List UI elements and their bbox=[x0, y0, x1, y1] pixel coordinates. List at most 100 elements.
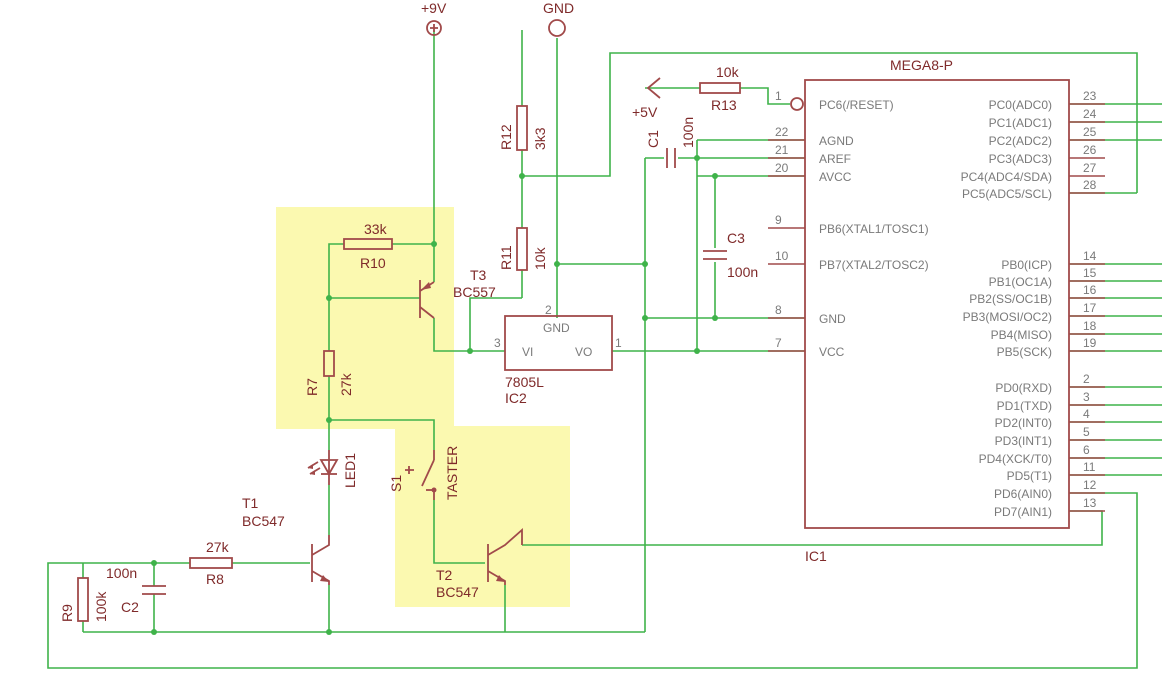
c1-name: C1 bbox=[645, 130, 661, 148]
resistor-r7: R7 27k bbox=[304, 350, 354, 396]
supply-gnd: GND bbox=[543, 0, 574, 37]
ic1-pin-label: PD0(RXD) bbox=[995, 381, 1052, 395]
ic1-pin-number: 4 bbox=[1083, 407, 1090, 421]
r8-name: R8 bbox=[206, 571, 224, 587]
ic1-pin-label: PD1(TXD) bbox=[997, 399, 1052, 413]
ic1-pin-label: PB1(OC1A) bbox=[989, 275, 1052, 289]
r11-value: 10k bbox=[532, 246, 548, 270]
ic1-pin-label: PB5(SCK) bbox=[997, 345, 1052, 359]
transistor-t3: T3 BC557 bbox=[419, 267, 496, 319]
ic1-pin-number: 11 bbox=[1083, 460, 1096, 474]
supply-plus9v: +9V bbox=[421, 0, 447, 36]
ic1-pin-label: PC6(/RESET) bbox=[819, 98, 894, 112]
resistor-r11: R11 10k bbox=[498, 227, 548, 271]
r7-name: R7 bbox=[304, 378, 320, 396]
ic1-pin-number: 16 bbox=[1083, 283, 1097, 297]
r8-value: 27k bbox=[206, 539, 230, 555]
ic1-pin-label: PD7(AIN1) bbox=[994, 505, 1052, 519]
ic1-pin-label: PD2(INT0) bbox=[995, 416, 1052, 430]
led1-name: LED1 bbox=[342, 453, 358, 488]
highlight-area-t2 bbox=[395, 426, 570, 607]
ic1-pin-number: 23 bbox=[1083, 89, 1097, 103]
ic1-pin-label: PB0(ICP) bbox=[1001, 258, 1052, 272]
ic1-value: MEGA8-P bbox=[890, 57, 953, 73]
ic1-pin-number: 3 bbox=[1083, 390, 1090, 404]
ic1-pin-label: PD6(AIN0) bbox=[994, 487, 1052, 501]
ic1-pin-label: VCC bbox=[819, 345, 845, 359]
ic2-pin-vi-num: 3 bbox=[494, 336, 501, 350]
ic1-pin-label: AVCC bbox=[819, 170, 852, 184]
t2-value: BC547 bbox=[436, 584, 479, 600]
r12-name: R12 bbox=[498, 124, 514, 150]
transistor-t1: T1 BC547 bbox=[242, 495, 330, 585]
ic1-pin-label: PD4(XCK/T0) bbox=[979, 452, 1052, 466]
ic1-pin-label: PB4(MISO) bbox=[991, 328, 1052, 342]
ic1-pin-number: 28 bbox=[1083, 178, 1097, 192]
ic1-pin-label: PC0(ADC0) bbox=[989, 98, 1052, 112]
ic1-pin-number: 14 bbox=[1083, 249, 1097, 263]
r9-name: R9 bbox=[59, 604, 75, 622]
r9-value: 100k bbox=[93, 591, 109, 622]
c2-name: C2 bbox=[121, 599, 139, 615]
ic1-pin-number: 5 bbox=[1083, 425, 1090, 439]
c3-value: 100n bbox=[727, 264, 758, 280]
ic1-right-pins: 23PC0(ADC0)24PC1(ADC1)25PC2(ADC2)26PC3(A… bbox=[961, 89, 1105, 519]
ic1-pin-number: 9 bbox=[775, 213, 782, 227]
ic1-pin-label: PC2(ADC2) bbox=[989, 134, 1052, 148]
ic1-pin-number: 27 bbox=[1083, 161, 1097, 175]
capacitor-c2: 100n C2 bbox=[106, 565, 166, 615]
ic2-value: 7805L bbox=[505, 374, 544, 390]
transistor-t2: T2 BC547 bbox=[436, 528, 523, 600]
ic1-pin-number: 19 bbox=[1083, 336, 1097, 350]
ic1-pin-label: AGND bbox=[819, 134, 854, 148]
resistor-r9: R9 100k bbox=[59, 577, 109, 622]
ic2-pin-gnd-num: 2 bbox=[545, 303, 552, 317]
c2-value: 100n bbox=[106, 565, 137, 581]
resistor-r13: 10k R13 bbox=[699, 64, 741, 113]
ic1-name: IC1 bbox=[805, 548, 827, 564]
t2-name: T2 bbox=[436, 567, 453, 583]
ic1-pin-number: 6 bbox=[1083, 443, 1090, 457]
ic1-pin-number: 25 bbox=[1083, 125, 1097, 139]
supply-plus5v: +5V bbox=[632, 77, 661, 120]
ic1-pin-number: 24 bbox=[1083, 107, 1097, 121]
ic1-pin-number: 7 bbox=[775, 336, 782, 350]
supply-plus9v-label: +9V bbox=[421, 0, 447, 16]
r12-value: 3k3 bbox=[532, 127, 548, 150]
ic1-pin-label: PB2(SS/OC1B) bbox=[969, 292, 1052, 306]
ic1-pin-number: 2 bbox=[1083, 372, 1090, 386]
ic2-name: IC2 bbox=[505, 390, 527, 406]
resistor-r8: 27k R8 bbox=[189, 539, 233, 587]
c1-value: 100n bbox=[680, 117, 696, 148]
ic1-pin-label: PC5(ADC5/SCL) bbox=[962, 187, 1052, 201]
t1-name: T1 bbox=[242, 495, 259, 511]
ic1-pin-number: 26 bbox=[1083, 143, 1097, 157]
r10-value: 33k bbox=[364, 221, 388, 237]
ic1-pin-number: 10 bbox=[775, 249, 789, 263]
ic2-pin-vi-label: VI bbox=[522, 345, 533, 359]
ic1-pin-label: GND bbox=[819, 312, 846, 326]
ic1-pin-label: PC1(ADC1) bbox=[989, 116, 1052, 130]
switch-s1: S1 TASTER bbox=[388, 446, 460, 500]
ic1-pin-number: 22 bbox=[775, 125, 789, 139]
r13-name: R13 bbox=[711, 97, 737, 113]
